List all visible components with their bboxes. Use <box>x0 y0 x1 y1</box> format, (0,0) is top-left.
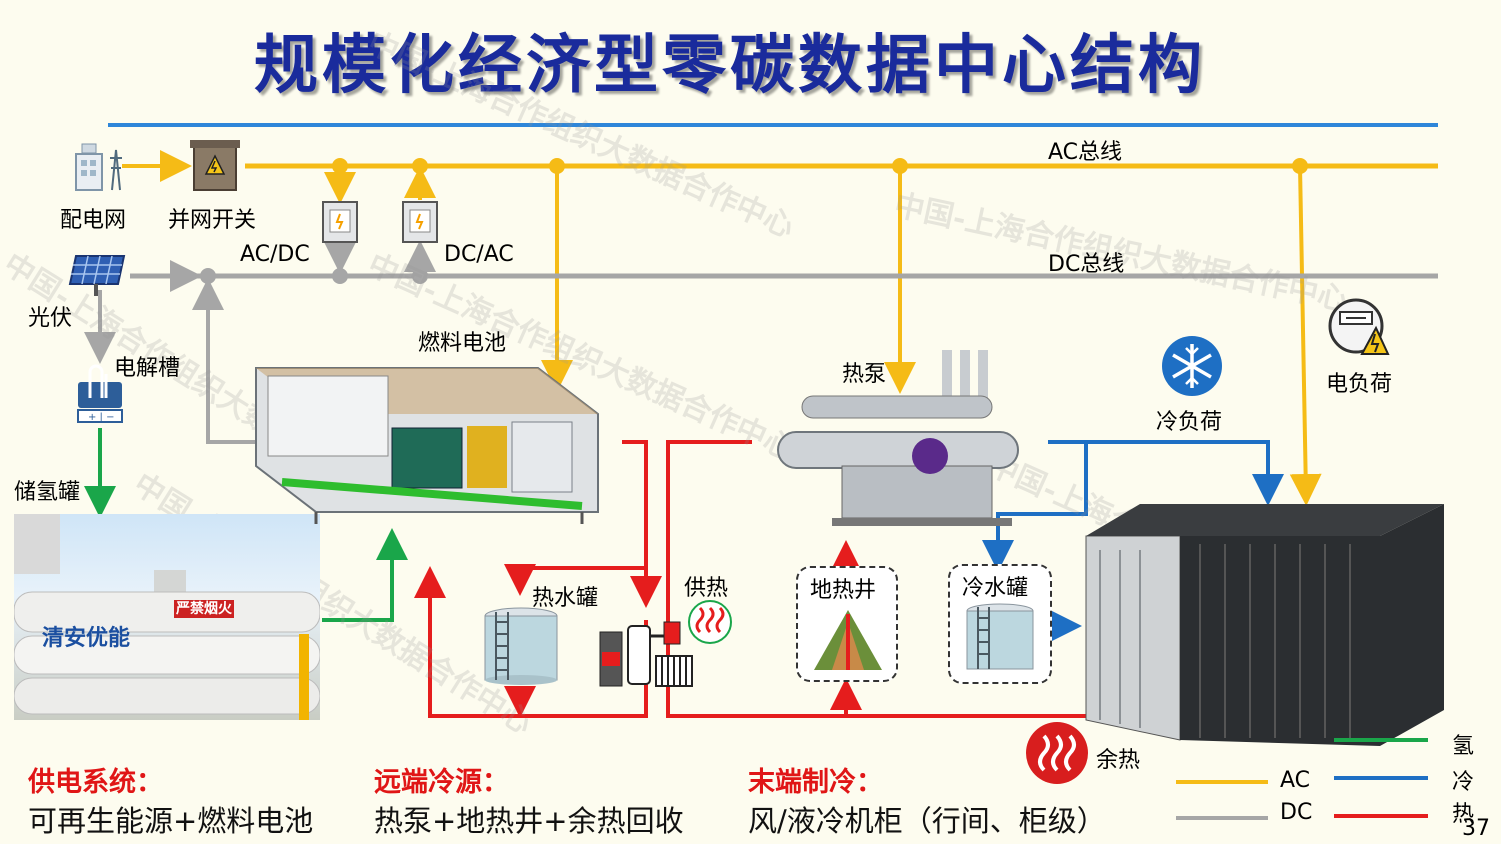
section-heading: 末端制冷： <box>748 767 883 798</box>
grid-icon <box>75 143 122 191</box>
fuel-cell-container-icon <box>255 367 599 524</box>
heat-pump-icon <box>777 350 1019 526</box>
waste-heat-label: 余热 <box>1096 748 1141 773</box>
electrolyzer-label: 电解槽 <box>114 356 181 381</box>
fuelcell-label: 燃料电池 <box>418 331 507 356</box>
geothermal-well-icon <box>814 610 882 670</box>
solar-panel-icon <box>68 255 126 296</box>
snowflake-icon <box>1162 336 1222 396</box>
electric-meter-icon <box>1328 298 1390 355</box>
geo-well-label: 地热井 <box>810 578 877 603</box>
legend-swatch-ac <box>1176 780 1268 784</box>
cold-tank-label: 冷水罐 <box>962 576 1029 601</box>
svg-text:+ | −: + | − <box>88 412 114 423</box>
legend-swatch-heat <box>1334 814 1428 818</box>
page-number: 37 <box>1462 816 1490 841</box>
legend-label: 热 <box>1452 802 1475 827</box>
legend-label: 冷 <box>1452 770 1475 795</box>
grid-label: 配电网 <box>60 208 127 233</box>
hot-tank-label: 热水罐 <box>532 586 599 611</box>
ac-bus-label: AC总线 <box>1048 140 1123 165</box>
page-title: 规模化经济型零碳数据中心结构 <box>254 29 1206 103</box>
elec-load-label: 电负荷 <box>1326 372 1393 397</box>
section-heading: 远端冷源： <box>374 767 509 798</box>
legend-swatch-cold <box>1334 776 1428 780</box>
cold-water-tank-icon <box>966 603 1034 670</box>
dcac-label: DC/AC <box>444 242 514 267</box>
legend: 氢 AC 冷 DC 热 <box>1170 728 1500 844</box>
cold-load-label: 冷负荷 <box>1156 410 1223 435</box>
photo-sign-text: 清安优能 <box>42 626 131 651</box>
heat-wave-icon <box>688 600 732 644</box>
server-racks-icon <box>1085 504 1444 746</box>
dc-bus-label: DC总线 <box>1048 252 1125 277</box>
section-body: 热泵+地热井+余热回收 <box>374 804 684 838</box>
dcac-converter-icon <box>402 201 438 243</box>
heating-label: 供热 <box>684 576 729 601</box>
hot-water-tank-icon <box>484 607 558 685</box>
section-body: 可再生能源+燃料电池 <box>28 804 314 838</box>
legend-label: AC <box>1280 768 1311 793</box>
hydrogen-tank-photo: 清安优能 严禁烟火 <box>14 514 320 720</box>
cold-water-tank-box: 冷水罐 <box>948 564 1052 684</box>
switch-icon <box>190 140 240 191</box>
legend-swatch-dc <box>1176 816 1268 820</box>
title-underline <box>108 123 1438 127</box>
legend-swatch-hydrogen <box>1334 738 1428 742</box>
acdc-converter-icon <box>322 201 358 243</box>
h2tank-label: 储氢罐 <box>14 480 81 505</box>
section-body: 风/液冷机柜（行间、柜级） <box>748 804 1106 838</box>
section-heading: 供电系统： <box>28 767 163 798</box>
geothermal-well-box: 地热井 <box>796 566 898 682</box>
heating-equipment-icon <box>599 621 693 687</box>
legend-label: 氢 <box>1452 734 1475 759</box>
legend-label: DC <box>1280 800 1313 825</box>
waste-heat-icon <box>1026 722 1088 784</box>
photo-warning-text: 严禁烟火 <box>176 601 232 617</box>
switch-label: 并网开关 <box>168 208 257 233</box>
acdc-label: AC/DC <box>240 242 310 267</box>
electrolyzer-icon: + | − <box>77 364 123 423</box>
pv-label: 光伏 <box>28 306 73 331</box>
heatpump-label: 热泵 <box>842 362 887 387</box>
